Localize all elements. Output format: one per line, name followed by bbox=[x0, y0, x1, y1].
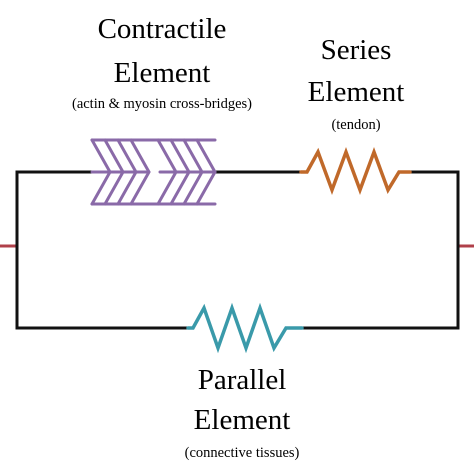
contractile-title-line1: Contractile bbox=[97, 13, 227, 45]
cross-bridge-chevron bbox=[156, 138, 178, 206]
contractile-subtitle: (actin & myosin cross-bridges) bbox=[71, 96, 252, 112]
series-subtitle: (tendon) bbox=[331, 117, 381, 133]
cross-bridge-chevron bbox=[129, 138, 151, 206]
contractile-element-symbol bbox=[90, 138, 217, 206]
parallel-subtitle: (connective tissues) bbox=[184, 445, 300, 461]
cross-bridge-chevron bbox=[182, 138, 204, 206]
circuit-wires bbox=[15, 170, 460, 330]
cross-bridge-chevron bbox=[116, 138, 138, 206]
series-title-line2: Element bbox=[307, 76, 405, 108]
parallel-title-line2: Element bbox=[193, 404, 291, 436]
cross-bridge-chevron bbox=[103, 138, 125, 206]
series-element-spring bbox=[299, 146, 412, 196]
parallel-title-line1: Parallel bbox=[197, 364, 287, 396]
cross-bridge-chevron bbox=[90, 138, 112, 206]
cross-bridge-chevron bbox=[195, 138, 217, 206]
cross-bridge-chevron bbox=[169, 138, 191, 206]
contractile-title-line2: Element bbox=[113, 57, 211, 89]
series-title-line1: Series bbox=[320, 34, 392, 66]
parallel-element-spring bbox=[186, 302, 304, 354]
